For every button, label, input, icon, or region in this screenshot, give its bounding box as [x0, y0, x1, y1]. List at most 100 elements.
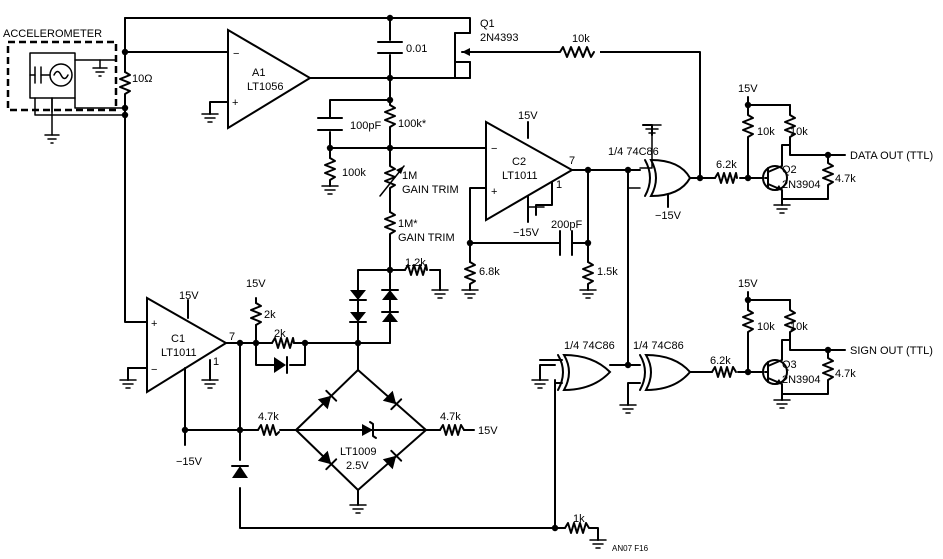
- r-1-5k-label: 1.5k: [597, 266, 618, 278]
- c-200pf-label: 200pF: [551, 219, 582, 231]
- resistor-6-8k: 6.8k: [461, 261, 500, 299]
- accelerometer-label: ACCELEROMETER: [3, 28, 102, 40]
- r-100k-label: 100k: [342, 167, 366, 179]
- c2-vminus: −15V: [513, 227, 540, 239]
- r-100k-star-label: 100k*: [398, 118, 427, 130]
- r-1m-star-label: 1M*: [398, 218, 418, 230]
- a1-minus: −: [233, 48, 239, 60]
- comparator-c2: − + C2 LT1011 7 1 15V −15V: [485, 110, 575, 239]
- xor3-label: 1/4 74C86: [633, 340, 684, 352]
- xor-gate-2: 1/4 74C86: [531, 340, 615, 392]
- resistor-10ohm: 10Ω: [119, 71, 152, 99]
- opamp-a1: − + A1 LT1056: [201, 28, 312, 130]
- junction-dots: [121, 14, 832, 532]
- diode-stack: [349, 289, 399, 331]
- accelerometer: ACCELEROMETER: [2, 28, 122, 144]
- c1-pullup-15v: 15V: [246, 278, 266, 290]
- pot-1m-label: 1M: [402, 170, 417, 182]
- resistor-6-2k-a: 6.2k: [714, 159, 738, 184]
- r-1m-star-gain-trim: GAIN TRIM: [398, 232, 455, 244]
- r-10k-c-label: 10k: [757, 321, 775, 333]
- q2-part: 2N3904: [782, 179, 821, 191]
- a1-name: A1: [252, 67, 265, 79]
- potentiometer-1m: 1M GAIN TRIM: [379, 157, 459, 203]
- q3-part: 2N3904: [782, 374, 821, 386]
- data-out-label: DATA OUT (TTL): [850, 150, 933, 162]
- r-6-8k-label: 6.8k: [479, 266, 500, 278]
- resistor-6-2k-b: 6.2k: [710, 355, 737, 378]
- r-6-2k-a-label: 6.2k: [716, 159, 737, 171]
- r-1-2k-label: 1.2k: [405, 257, 426, 269]
- resistor-10ohm-label: 10Ω: [132, 73, 152, 85]
- c2-vplus: 15V: [518, 110, 538, 122]
- transistor-q2-stage: 15V 10k 10k Q2 2N3904 4.7k DATA OUT (TTL…: [738, 83, 933, 214]
- comparator-c1: + − C1 LT1011 7 1 15V −15V: [119, 290, 235, 468]
- c1-pin1: 1: [213, 356, 219, 368]
- xor-gate-3: 1/4 74C86: [619, 340, 692, 414]
- a1-plus: +: [232, 97, 238, 109]
- r-2k-a-label: 2k: [264, 309, 276, 321]
- r-4-7k-b-label: 4.7k: [835, 368, 856, 380]
- c2-name: C2: [512, 156, 526, 168]
- r-4-7k-r-label: 4.7k: [440, 411, 461, 423]
- resistor-4-7k-right: 4.7k 15V: [439, 411, 498, 437]
- c2-pin1: 1: [556, 179, 562, 191]
- resistor-1-5k: 1.5k: [579, 261, 618, 299]
- resistor-2k-pullup: 15V 2k: [246, 278, 276, 326]
- c2-pin7: 7: [569, 155, 575, 167]
- resistor-2k-series: 2k: [271, 328, 295, 374]
- figure-ref: AN07 F16: [612, 544, 649, 553]
- q2-vcc: 15V: [738, 83, 758, 95]
- r-10k-d-label: 10k: [790, 321, 808, 333]
- c1-vminus: −15V: [176, 456, 203, 468]
- c-001-label: 0.01: [406, 43, 427, 55]
- q3-name: Q3: [782, 359, 797, 371]
- r-10k-a-label: 10k: [757, 126, 775, 138]
- diode-bridge: LT1009 2.5V: [295, 369, 427, 514]
- q3-vcc: 15V: [738, 278, 758, 290]
- resistor-100k: 100k: [321, 157, 366, 195]
- c1-plus: +: [151, 318, 157, 330]
- resistor-1m-star: 1M* GAIN TRIM: [384, 211, 455, 244]
- capacitor-200pf: 200pF: [551, 219, 582, 256]
- r-1k-label: 1k: [573, 513, 585, 525]
- diode-c1-output: [231, 465, 249, 478]
- c1-name: C1: [171, 333, 185, 345]
- c1-vplus: 15V: [179, 290, 199, 302]
- ref-name: LT1009: [340, 446, 377, 458]
- c2-minus: −: [491, 143, 497, 155]
- c2-plus: +: [491, 186, 497, 198]
- r-6-2k-b-label: 6.2k: [710, 355, 731, 367]
- xor1-label: 1/4 74C86: [608, 146, 659, 158]
- c-100pf-label: 100pF: [350, 120, 381, 132]
- c1-minus: −: [151, 364, 157, 376]
- resistor-100k-star: 100k*: [384, 99, 427, 133]
- a1-part: LT1056: [247, 81, 284, 93]
- xor-gate-1: 1/4 74C86 −15V: [608, 124, 692, 222]
- sign-out-label: SIGN OUT (TTL): [850, 345, 933, 357]
- wiring: [34, 17, 846, 541]
- jfet-q1: Q1 2N4393: [454, 18, 519, 79]
- r-4-7k-l-label: 4.7k: [258, 411, 279, 423]
- capacitor-0-01: 0.01: [377, 41, 427, 55]
- r-4-7k-a-label: 4.7k: [835, 173, 856, 185]
- bridge-15v: 15V: [478, 425, 498, 437]
- q1-part: 2N4393: [480, 32, 519, 44]
- r-2k-b-label: 2k: [274, 328, 286, 340]
- pot-1m-gain-trim: GAIN TRIM: [402, 184, 459, 196]
- resistor-1-2k: 1.2k: [404, 257, 449, 299]
- xor2-label: 1/4 74C86: [564, 340, 615, 352]
- c2-part: LT1011: [502, 170, 538, 182]
- resistor-4-7k-left: 4.7k: [257, 411, 280, 436]
- c1-pin7: 7: [229, 331, 235, 343]
- q2-name: Q2: [782, 164, 797, 176]
- q1-name: Q1: [480, 18, 495, 30]
- r-10k-b-label: 10k: [790, 126, 808, 138]
- ref-volt: 2.5V: [346, 460, 369, 472]
- r-10k-fb-label: 10k: [572, 33, 590, 45]
- transistor-q3-stage: 15V 10k 10k Q3 2N3904 4.7k SIGN OUT (TTL…: [738, 278, 933, 409]
- capacitor-100pf: 100pF: [317, 117, 381, 132]
- xor1-vminus: −15V: [655, 210, 682, 222]
- resistor-10k-feedback: 10k: [559, 33, 600, 58]
